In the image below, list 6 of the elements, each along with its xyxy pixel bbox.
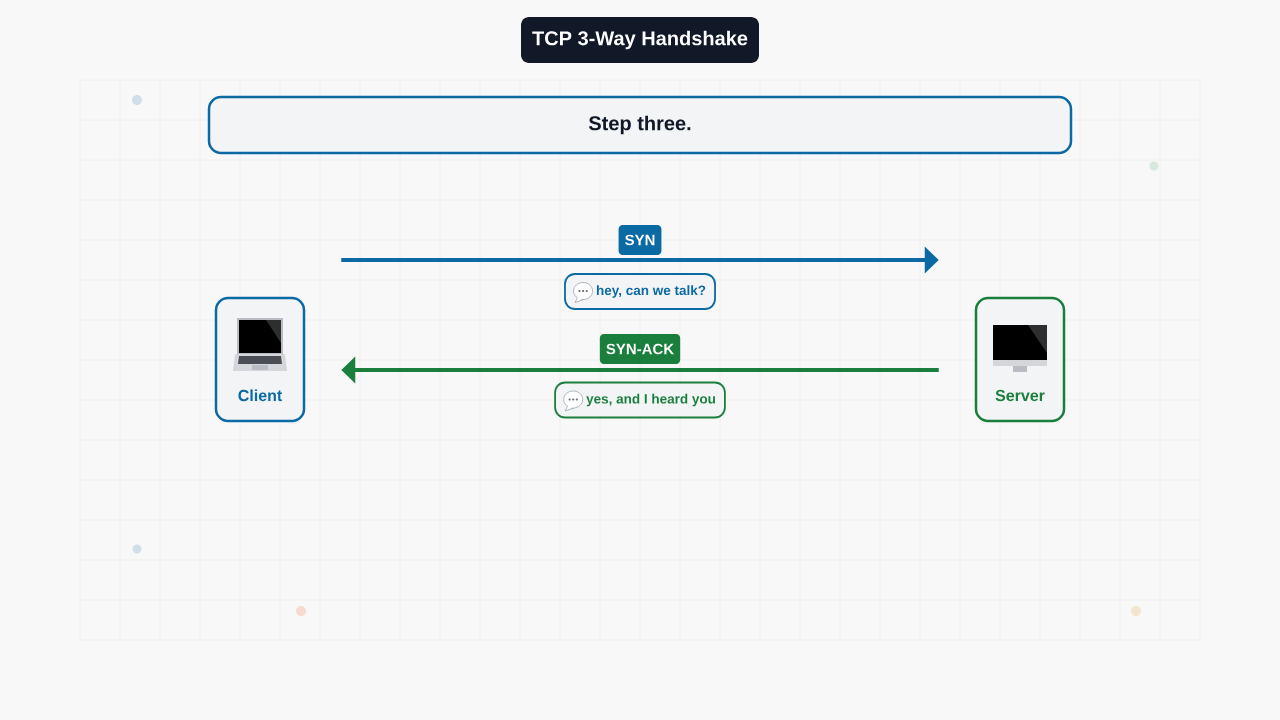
step-banner: Step three. [207,95,1073,155]
edge-label: SYN [618,225,662,255]
speech-bubble: yes, and I heard you [554,381,726,419]
edge-label: SYN-ACK [599,334,681,364]
title-badge: TCP 3-Way Handshake [521,17,759,63]
speech-bubble: hey, can we talk? [564,273,716,310]
